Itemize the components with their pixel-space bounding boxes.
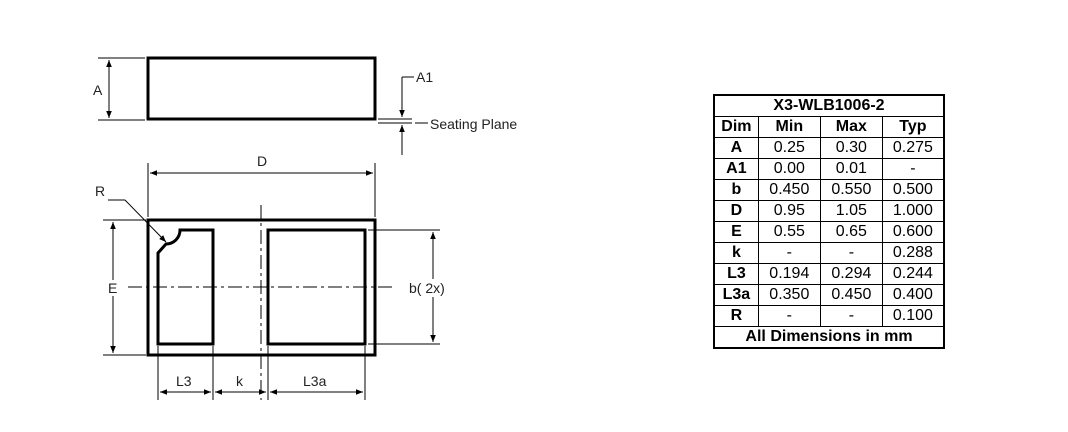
dimension-value-cell: - xyxy=(757,305,821,327)
dimension-value-cell: 0.25 xyxy=(757,137,821,159)
package-body-side xyxy=(146,56,377,121)
column-header: Typ xyxy=(881,116,945,138)
dimension-value-cell: 0.400 xyxy=(881,284,945,306)
dimension-value-cell: - xyxy=(819,305,883,327)
dimension-value-cell: 0.194 xyxy=(757,263,821,285)
dimension-name-cell: A1 xyxy=(713,158,759,180)
dimension-value-cell: - xyxy=(757,242,821,264)
column-header: Dim xyxy=(713,116,759,138)
package-outline-drawing: A A1 Seating Plane D R E xyxy=(93,56,517,400)
dimension-value-cell: 0.294 xyxy=(819,263,883,285)
dimension-value-cell: 1.000 xyxy=(881,200,945,222)
dimension-name-cell: A xyxy=(713,137,759,159)
seating-plane-label: Seating Plane xyxy=(430,116,517,132)
dimension-value-cell: 0.288 xyxy=(881,242,945,264)
dimension-value-cell: 0.450 xyxy=(819,284,883,306)
dim-label-a: A xyxy=(93,82,103,98)
dimension-value-cell: 0.01 xyxy=(819,158,883,180)
table-footer: All Dimensions in mm xyxy=(713,326,945,349)
column-header: Min xyxy=(757,116,821,138)
dimension-name-cell: R xyxy=(713,305,759,327)
dimension-value-cell: - xyxy=(881,158,945,180)
dimension-value-cell: 0.350 xyxy=(757,284,821,306)
dimension-name-cell: b xyxy=(713,179,759,201)
dim-label-e: E xyxy=(108,280,117,296)
dimension-name-cell: L3a xyxy=(713,284,759,306)
dimension-value-cell: 0.65 xyxy=(819,221,883,243)
dim-label-k: k xyxy=(236,373,244,389)
dimension-value-cell: 0.00 xyxy=(757,158,821,180)
dimension-value-cell: 0.550 xyxy=(819,179,883,201)
dimension-value-cell: 1.05 xyxy=(819,200,883,222)
table-title: X3-WLB1006-2 xyxy=(713,94,945,117)
column-header: Max xyxy=(819,116,883,138)
dim-label-d: D xyxy=(257,153,267,169)
dim-label-b: b( 2x) xyxy=(409,280,445,296)
table-row: k--0.288 xyxy=(713,242,945,264)
dimension-value-cell: 0.500 xyxy=(881,179,945,201)
dim-label-r: R xyxy=(95,183,105,199)
bottom-view: D R E b( 2x) L3 k L3a xyxy=(95,153,457,400)
dim-label-l3a: L3a xyxy=(303,373,327,389)
table-row: R--0.100 xyxy=(713,305,945,327)
dimension-value-cell: 0.30 xyxy=(819,137,883,159)
dimension-name-cell: k xyxy=(713,242,759,264)
side-view: A A1 Seating Plane xyxy=(93,56,517,155)
dimension-value-cell: 0.55 xyxy=(757,221,821,243)
dimension-value-cell: 0.95 xyxy=(757,200,821,222)
dimension-name-cell: L3 xyxy=(713,263,759,285)
dimension-value-cell: - xyxy=(819,242,883,264)
dim-label-a1: A1 xyxy=(416,69,433,85)
dimension-name-cell: E xyxy=(713,221,759,243)
dimension-name-cell: D xyxy=(713,200,759,222)
dimension-value-cell: 0.100 xyxy=(881,305,945,327)
dimension-value-cell: 0.244 xyxy=(881,263,945,285)
dimension-value-cell: 0.275 xyxy=(881,137,945,159)
dimension-value-cell: 0.600 xyxy=(881,221,945,243)
dim-label-l3: L3 xyxy=(176,373,192,389)
dimension-value-cell: 0.450 xyxy=(757,179,821,201)
